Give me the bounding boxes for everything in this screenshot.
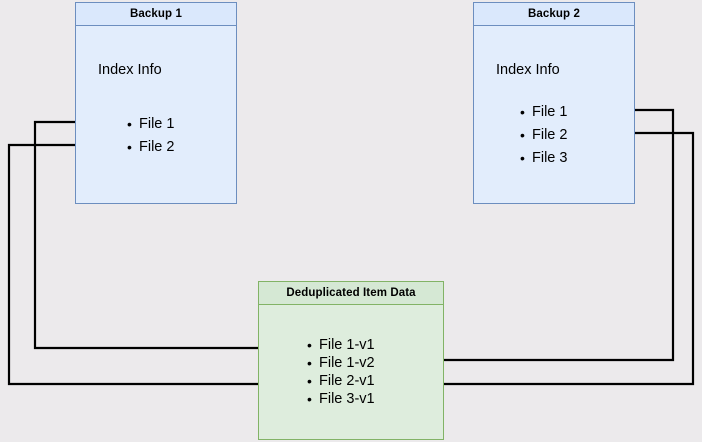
list-item[interactable]: File 1-v2 <box>307 354 375 372</box>
backup-1-box[interactable]: Backup 1 Index Info File 1 File 2 <box>75 2 237 204</box>
backup-1-file-list: File 1 File 2 <box>127 113 174 159</box>
list-item[interactable]: File 1 <box>127 113 174 136</box>
backup-2-box[interactable]: Backup 2 Index Info File 1 File 2 File 3 <box>473 2 635 204</box>
list-item[interactable]: File 2 <box>520 124 567 147</box>
backup-2-body: Index Info File 1 File 2 File 3 <box>474 26 634 203</box>
list-item[interactable]: File 2-v1 <box>307 372 375 390</box>
backup-1-index-label: Index Info <box>98 62 162 78</box>
backup-1-title: Backup 1 <box>76 3 236 26</box>
deduplicated-item-data-box[interactable]: Deduplicated Item Data File 1-v1 File 1-… <box>258 281 444 440</box>
list-item[interactable]: File 3-v1 <box>307 390 375 408</box>
backup-2-index-label: Index Info <box>496 62 560 78</box>
list-item[interactable]: File 1-v1 <box>307 336 375 354</box>
list-item[interactable]: File 3 <box>520 147 567 170</box>
backup-2-file-list: File 1 File 2 File 3 <box>520 101 567 170</box>
deduplicated-item-data-title: Deduplicated Item Data <box>259 282 443 305</box>
backup-1-body: Index Info File 1 File 2 <box>76 26 236 203</box>
deduplicated-item-data-body: File 1-v1 File 1-v2 File 2-v1 File 3-v1 <box>259 305 443 439</box>
backup-2-title: Backup 2 <box>474 3 634 26</box>
list-item[interactable]: File 1 <box>520 101 567 124</box>
list-item[interactable]: File 2 <box>127 136 174 159</box>
deduplicated-item-list: File 1-v1 File 1-v2 File 2-v1 File 3-v1 <box>307 336 375 408</box>
